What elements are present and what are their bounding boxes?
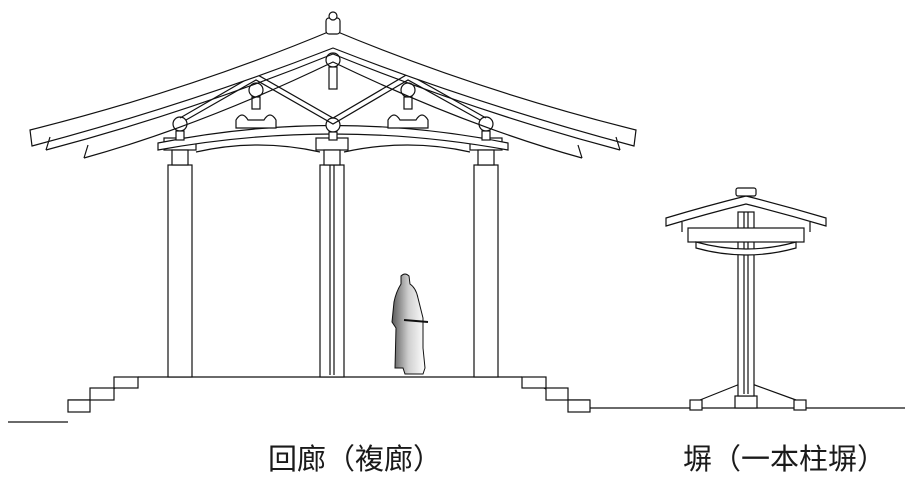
ground-lines — [8, 407, 905, 423]
wall-panel — [687, 227, 805, 256]
corridor-steps-right — [521, 376, 591, 413]
corridor-steps-left — [67, 376, 139, 413]
corridor-caption: 回廊（複廊） — [268, 442, 443, 476]
corridor-roof — [29, 11, 637, 159]
corridor-structure — [29, 11, 637, 413]
wall-structure — [665, 187, 827, 411]
corridor-brackets — [163, 137, 503, 166]
corridor-cloud-brackets — [235, 114, 429, 129]
wall-roof — [665, 187, 827, 232]
wall-struts — [699, 383, 797, 401]
wall-footing — [689, 395, 807, 411]
corridor-beams — [157, 124, 509, 153]
corridor-platform — [68, 376, 590, 401]
wall-caption: 塀（一本柱塀） — [683, 442, 887, 476]
corridor-pillars — [167, 164, 499, 378]
human-figure — [391, 273, 429, 375]
